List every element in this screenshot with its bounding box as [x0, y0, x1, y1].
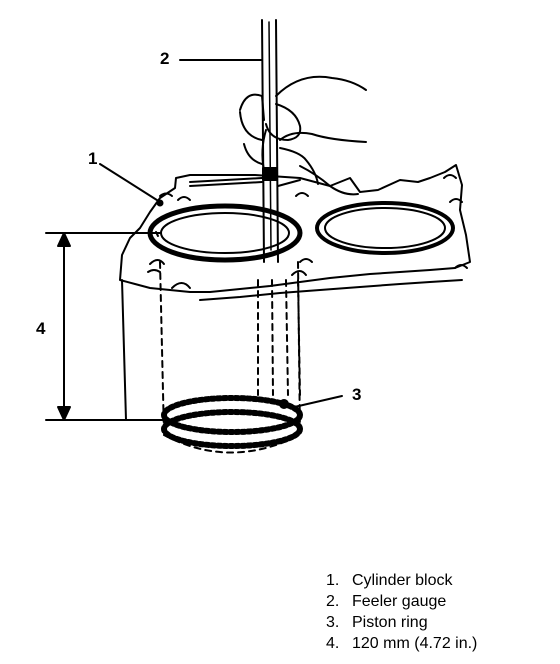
- legend-item: 4. 120 mm (4.72 in.): [320, 633, 477, 654]
- legend-number: 2.: [326, 592, 340, 610]
- legend: 1. Cylinder block 2. Feeler gauge 3. Pis…: [320, 570, 477, 654]
- leader-lines: [99, 59, 343, 409]
- callout-3: 3: [352, 385, 362, 404]
- cylinder-bore-2: [315, 201, 455, 255]
- legend-number: 4.: [326, 634, 340, 652]
- callout-1: 1: [88, 149, 98, 168]
- callout-2: 2: [160, 49, 170, 68]
- hand: [189, 75, 367, 196]
- legend-text: 120 mm (4.72 in.): [352, 634, 478, 652]
- legend-text: Cylinder block: [352, 571, 453, 589]
- legend-number: 3.: [326, 613, 340, 631]
- legend-text: Piston ring: [352, 613, 428, 631]
- legend-number: 1.: [326, 571, 340, 589]
- legend-item: 3. Piston ring: [320, 612, 477, 633]
- cylinder-block: [119, 164, 471, 421]
- legend-text: Feeler gauge: [352, 592, 447, 610]
- dimension-120mm: [45, 232, 167, 421]
- piston-ring: [161, 395, 303, 449]
- callout-4: 4: [36, 319, 46, 338]
- legend-item: 2. Feeler gauge: [320, 591, 477, 612]
- legend-item: 1. Cylinder block: [320, 570, 477, 591]
